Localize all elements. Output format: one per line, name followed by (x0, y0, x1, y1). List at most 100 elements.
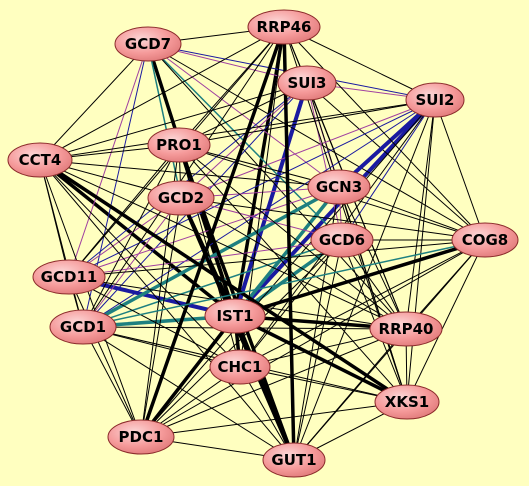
edge-rrp40-gut1 (293, 328, 407, 461)
node-gut1[interactable]: GUT1 (262, 442, 326, 478)
node-label: SUI2 (415, 91, 454, 109)
edge-sui2-gcd11 (68, 99, 436, 278)
node-xks1[interactable]: XKS1 (374, 384, 440, 420)
edge-gcn3-gcd1 (81, 185, 341, 329)
node-label: GCN3 (316, 178, 362, 196)
node-label: GCD2 (158, 189, 204, 207)
edge-rrp46-gut1 (282, 25, 296, 462)
node-sui2[interactable]: SUI2 (405, 82, 465, 118)
edge-rrp46-cog8 (283, 26, 486, 241)
edge-sui2-gcd6 (341, 99, 436, 241)
node-gcd6[interactable]: GCD6 (310, 222, 374, 258)
node-ellipse (307, 169, 371, 205)
edge-cog8-gcd1 (82, 239, 486, 328)
edge-sui3-cct4 (39, 82, 308, 161)
edge-sui2-xks1 (406, 99, 436, 403)
edge-rrp46-gcd1 (82, 26, 285, 328)
edge-sui2-gcd2 (180, 99, 436, 199)
edge-rrp40-pdc1 (140, 328, 407, 438)
node-label: RRP40 (379, 320, 434, 338)
node-ellipse (32, 259, 106, 295)
node-cog8[interactable]: COG8 (451, 222, 519, 258)
edge-cct4-xks1 (38, 158, 409, 404)
edge-gcd1-pro1 (82, 144, 180, 328)
node-gcd1[interactable]: GCD1 (49, 309, 117, 345)
edge-cog8-pdc1 (140, 239, 486, 438)
node-ellipse (209, 349, 271, 385)
edge-cog8-gcd11 (68, 239, 486, 278)
node-ellipse (262, 442, 326, 478)
node-label: GCD6 (319, 231, 365, 249)
edge-gcd7-gcd11 (68, 43, 149, 278)
edge-ist1-cct4 (38, 158, 237, 318)
edge-gcd1-gut1 (82, 326, 295, 461)
edge-gcn3-rrp40 (338, 186, 407, 330)
edge-xks1-pdc1 (140, 401, 408, 438)
node-pro1[interactable]: PRO1 (147, 127, 211, 163)
edge-gcd2-pdc1 (140, 197, 182, 438)
node-rrp46[interactable]: RRP46 (247, 9, 321, 45)
edge-ist1-gcn3 (233, 185, 341, 318)
edge-sui2-cog8 (434, 99, 486, 241)
node-label: GCD1 (60, 318, 106, 336)
edge-cct4-chc1 (39, 159, 241, 368)
edge-gcd1-pdc1 (82, 326, 142, 438)
node-chc1[interactable]: CHC1 (209, 349, 271, 385)
node-cct4[interactable]: CCT4 (7, 142, 73, 178)
edge-ist1-pdc1 (139, 314, 237, 439)
node-ellipse (374, 384, 440, 420)
edge-gcd7-rrp40 (147, 43, 407, 330)
edge-ist1-xks1 (233, 314, 409, 404)
node-ellipse (451, 222, 519, 258)
node-ellipse (247, 9, 321, 45)
edge-gcd1-cct4 (39, 159, 84, 328)
node-ist1[interactable]: IST1 (204, 298, 266, 334)
node-label: CCT4 (19, 151, 62, 169)
node-label: GCD11 (41, 268, 98, 286)
edge-rrp46-cct4 (39, 26, 285, 161)
node-label: SUI3 (287, 74, 326, 92)
node-label: IST1 (216, 307, 253, 325)
node-ellipse (204, 298, 266, 334)
node-label: GUT1 (271, 451, 316, 469)
node-pdc1[interactable]: PDC1 (107, 419, 175, 455)
node-ellipse (114, 26, 182, 62)
edge-sui3-cog8 (306, 82, 486, 241)
edge-sui3-gcd11 (68, 82, 308, 278)
node-label: PRO1 (156, 136, 202, 154)
node-sui3[interactable]: SUI3 (277, 65, 337, 101)
edge-gcd7-cct4 (39, 43, 149, 161)
node-label: COG8 (462, 231, 509, 249)
node-ellipse (405, 82, 465, 118)
edge-sui2-cct4 (39, 99, 436, 161)
node-ellipse (310, 222, 374, 258)
node-ellipse (147, 180, 215, 216)
edge-gcd7-cog8 (147, 43, 486, 241)
node-label: PDC1 (119, 428, 164, 446)
node-gcd7[interactable]: GCD7 (114, 26, 182, 62)
node-gcd2[interactable]: GCD2 (147, 180, 215, 216)
node-ellipse (107, 419, 175, 455)
node-ellipse (49, 309, 117, 345)
edge-pro1-rrp40 (178, 144, 407, 330)
edge-cct4-pdc1 (39, 159, 142, 438)
edge-gcd2-gcd1 (82, 197, 182, 328)
node-ellipse (369, 311, 443, 347)
node-ellipse (277, 65, 337, 101)
edge-gcd6-gut1 (293, 239, 343, 461)
node-gcn3[interactable]: GCN3 (307, 169, 371, 205)
node-ellipse (7, 142, 73, 178)
node-label: CHC1 (217, 358, 262, 376)
node-gcd11[interactable]: GCD11 (32, 259, 106, 295)
edge-sui2-gut1 (293, 99, 436, 461)
edge-gcd7-gcn3 (147, 43, 340, 188)
node-ellipse (147, 127, 211, 163)
edge-gcd11-chc1 (68, 276, 241, 368)
node-rrp40[interactable]: RRP40 (369, 311, 443, 347)
node-label: GCD7 (125, 35, 171, 53)
edge-gcd11-pdc1 (68, 276, 142, 438)
edge-cct4-rrp40 (39, 159, 407, 330)
edge-cct4-gut1 (39, 159, 295, 461)
